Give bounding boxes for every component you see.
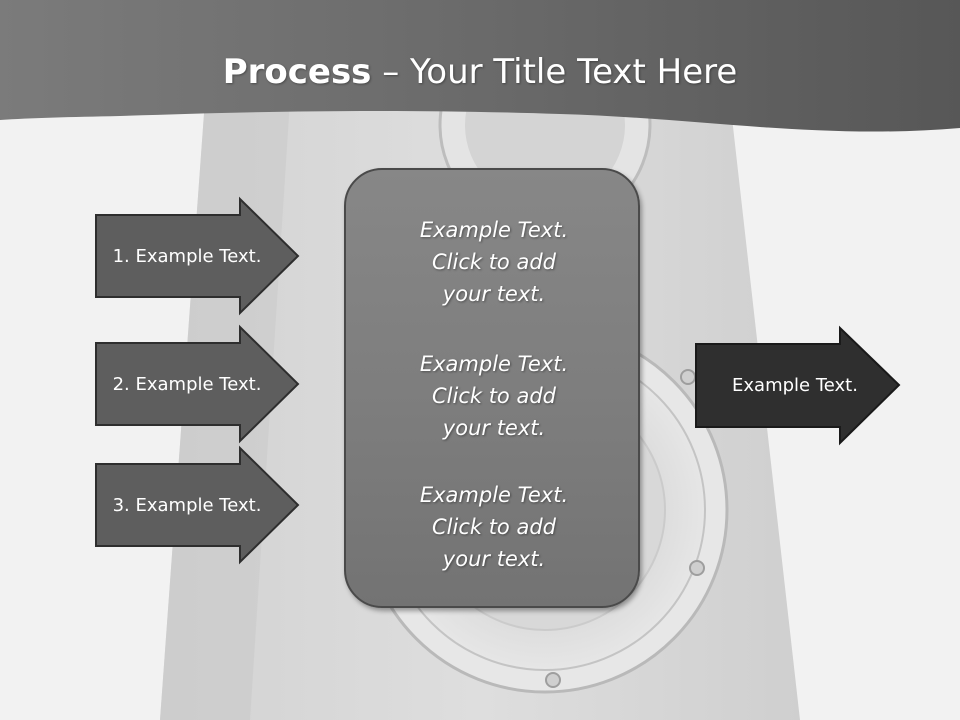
title-rest: – Your Title Text Here xyxy=(371,52,738,92)
title-bold: Process xyxy=(222,52,372,92)
panel-block-2-line-2: Click to add xyxy=(431,384,556,408)
input-arrow-2-label: 2. Example Text. xyxy=(112,373,262,395)
panel-block-1-line-3: your text. xyxy=(442,282,546,306)
process-panel: Example Text. Click to add your text. Ex… xyxy=(344,168,640,608)
input-arrow-3: 3. Example Text. xyxy=(95,445,300,565)
panel-block-2: Example Text. Click to add your text. xyxy=(346,348,642,444)
input-arrow-2: 2. Example Text. xyxy=(95,324,300,444)
input-arrow-1-label: 1. Example Text. xyxy=(112,245,262,267)
output-arrow: Example Text. xyxy=(695,325,901,446)
slide-title: Process – Your Title Text Here xyxy=(0,52,960,92)
output-arrow-label: Example Text. xyxy=(732,375,858,396)
panel-block-3-line-2: Click to add xyxy=(431,515,556,539)
screw-icon xyxy=(545,672,561,688)
screw-icon xyxy=(689,560,705,576)
input-arrow-1: 1. Example Text. xyxy=(95,196,300,316)
panel-block-1-line-2: Click to add xyxy=(431,250,556,274)
panel-block-1-line-1: Example Text. xyxy=(419,218,569,242)
panel-block-1: Example Text. Click to add your text. xyxy=(346,214,642,310)
panel-block-3-line-1: Example Text. xyxy=(419,483,569,507)
panel-block-3: Example Text. Click to add your text. xyxy=(346,479,642,575)
screw-icon xyxy=(680,369,696,385)
panel-block-3-line-3: your text. xyxy=(442,547,546,571)
header-band xyxy=(0,0,960,132)
panel-block-2-line-3: your text. xyxy=(442,416,546,440)
panel-block-2-line-1: Example Text. xyxy=(419,352,569,376)
input-arrow-3-label: 3. Example Text. xyxy=(112,494,262,516)
